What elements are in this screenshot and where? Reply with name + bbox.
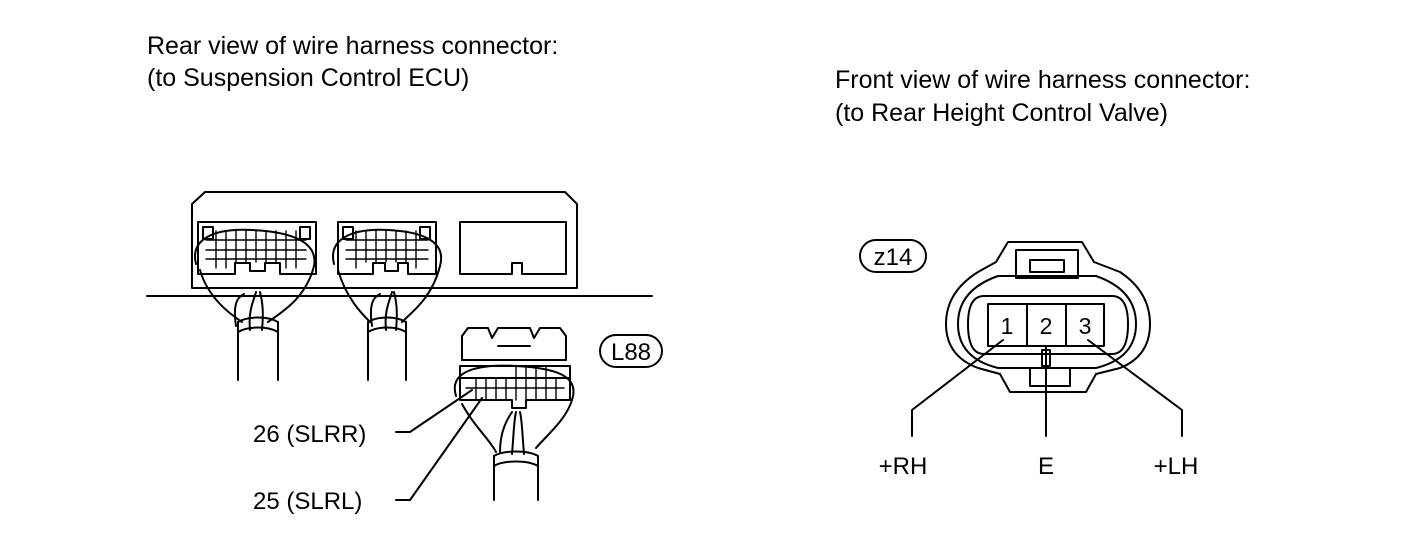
ecu-socket-a xyxy=(194,221,317,381)
left-heading-line2: (to Suspension Control ECU) xyxy=(147,64,470,92)
ecu-socket-b xyxy=(332,221,443,381)
z14-tag-oval xyxy=(859,239,927,273)
pin-label-25: 25 (SLRL) xyxy=(253,488,362,515)
pin-number-1: 1 xyxy=(1001,313,1014,339)
pin-number-2: 2 xyxy=(1040,313,1053,339)
right-heading-line1: Front view of wire harness connector: xyxy=(835,66,1251,94)
l88-tag-label: L88 xyxy=(611,339,651,366)
pin-number-3: 3 xyxy=(1079,313,1092,339)
leader-rh xyxy=(911,339,1004,437)
right-heading-line2: (to Rear Height Control Valve) xyxy=(835,99,1169,127)
terminal-label-rh: +RH xyxy=(879,453,928,480)
leader-lh xyxy=(1087,339,1183,437)
ecu-connector-body xyxy=(146,191,653,297)
l88-tag-oval xyxy=(599,334,663,368)
leader-pin-26 xyxy=(395,389,473,433)
ecu-socket-c xyxy=(459,221,567,275)
left-heading-line1: Rear view of wire harness connector: xyxy=(147,32,559,60)
pin-label-26: 26 (SLRR) xyxy=(253,421,366,448)
z14-tag-label: z14 xyxy=(874,244,913,271)
terminal-label-lh: +LH xyxy=(1154,453,1199,480)
leader-pin-25 xyxy=(395,397,483,501)
l88-plug xyxy=(453,327,575,501)
terminal-label-e: E xyxy=(1038,453,1054,480)
